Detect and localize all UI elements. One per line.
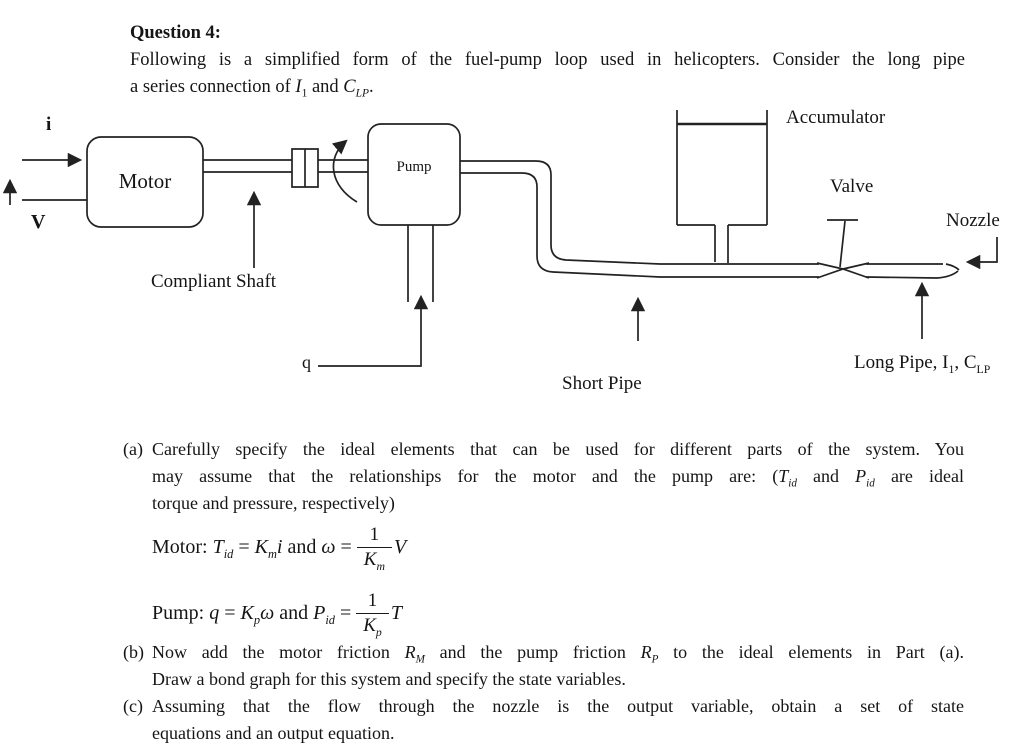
part-a-marker: (a) [123,439,143,459]
part-b-marker: (b) [123,642,144,662]
accumulator-label: Accumulator [786,107,886,128]
valve-pinch [817,263,869,278]
part-b: (b) Now add the motor friction RM and th… [123,639,964,693]
current-label: i [46,114,52,135]
pump-fraction-numerator: 1 [367,589,378,611]
pump-fraction: 1 Kp [356,589,389,638]
motor-fraction-denominator: Km [356,546,392,572]
part-c-line-2: equations and an output equation. [152,723,395,744]
part-c: (c) Assuming that the flow through the n… [123,693,964,747]
pump-equation-tail: T [390,601,402,624]
nozzle-label: Nozzle [946,210,1000,231]
motor-box [87,137,203,227]
motor-equation-lhs: Motor: Tid = Kmi and ω = [152,535,352,561]
pump-fraction-denominator: Kp [356,612,389,638]
valve-label: Valve [830,176,874,197]
motor-equation-tail: V [393,535,407,558]
pump-equation: Pump: q = Kpω and Pid = 1 Kp T [152,582,402,644]
pipe-top-contour [460,161,959,270]
flow-q-arrow [318,294,429,366]
voltage-label: V [31,211,46,233]
motor-fraction: 1 Km [356,523,392,572]
valve-stem [840,221,845,267]
part-b-line-1: Now add the motor friction RM and the pu… [152,642,964,666]
part-a-line-1: Carefully specify the ideal elements tha… [152,439,964,459]
header-line-1: Following is a simplified form of the fu… [130,50,965,70]
flow-q-label: q [302,352,311,372]
header-line-2: a series connection of I1 and CLP. [130,77,374,100]
question-title: Question 4: [130,23,221,43]
pipe-bottom-contour [460,173,958,278]
part-b-line-2: Draw a bond graph for this system and sp… [152,669,626,690]
part-a-line-3: torque and pressure, respectively) [152,493,395,514]
motor-label: Motor [118,169,172,193]
long-pipe-label: Long Pipe, I1, CLP [854,352,991,376]
question-header: Question 4: Following is a simplified fo… [130,20,965,101]
part-a-line-2: may assume that the relationships for th… [152,466,965,490]
part-a: (a) Carefully specify the ideal elements… [123,436,964,518]
compliant-shaft-label: Compliant Shaft [151,271,277,292]
motor-equation: Motor: Tid = Kmi and ω = 1 Km V [152,516,406,578]
pump-equation-lhs: Pump: q = Kpω and Pid = [152,601,352,627]
part-c-line-1: Assuming that the flow through the nozzl… [152,696,964,716]
short-pipe-label: Short Pipe [562,373,642,394]
pump-label: Pump [396,159,432,175]
pump-box [368,124,460,225]
nozzle-leader-arrow [965,237,997,270]
rotation-arrow [331,139,357,202]
motor-fraction-numerator: 1 [369,523,380,545]
part-c-marker: (c) [123,696,143,716]
